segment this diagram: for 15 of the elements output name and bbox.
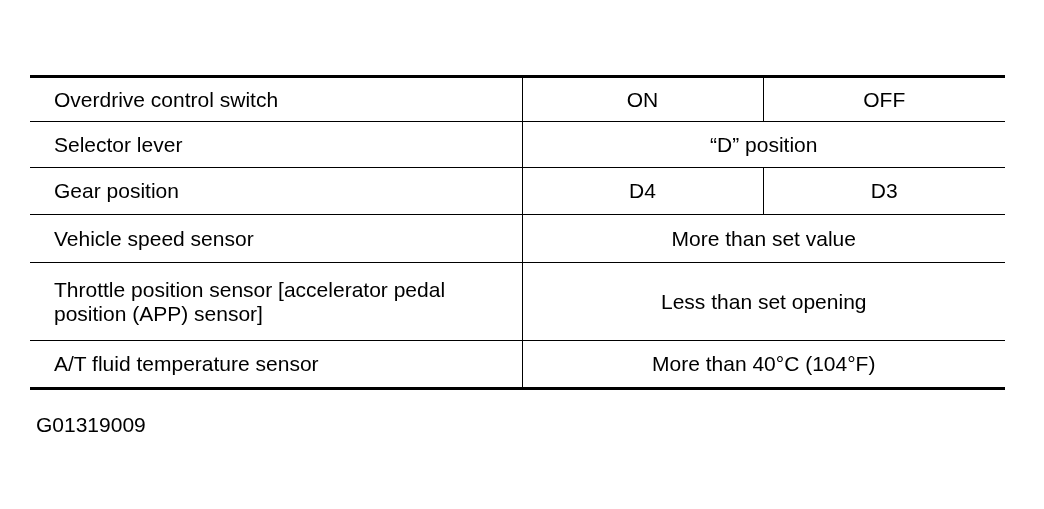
table-value: D4 bbox=[522, 167, 763, 215]
table-value: OFF bbox=[763, 76, 1005, 122]
row-header: Throttle position sensor [accelerator pedal position (APP) sensor] bbox=[30, 262, 522, 341]
table-value: “D” position bbox=[522, 121, 1005, 168]
figure-code: G01319009 bbox=[36, 413, 146, 437]
table-value: Less than set opening bbox=[522, 262, 1005, 341]
table-value: More than 40°C (104°F) bbox=[522, 340, 1005, 389]
row-header: Overdrive control switch bbox=[30, 76, 522, 122]
table-value: More than set value bbox=[522, 214, 1005, 263]
table-value: D3 bbox=[763, 167, 1005, 215]
row-header: Vehicle speed sensor bbox=[30, 214, 522, 263]
row-header: Selector lever bbox=[30, 121, 522, 168]
row-header: Gear position bbox=[30, 167, 522, 215]
table-value: ON bbox=[522, 76, 763, 122]
row-header: A/T fluid temperature sensor bbox=[30, 340, 522, 389]
